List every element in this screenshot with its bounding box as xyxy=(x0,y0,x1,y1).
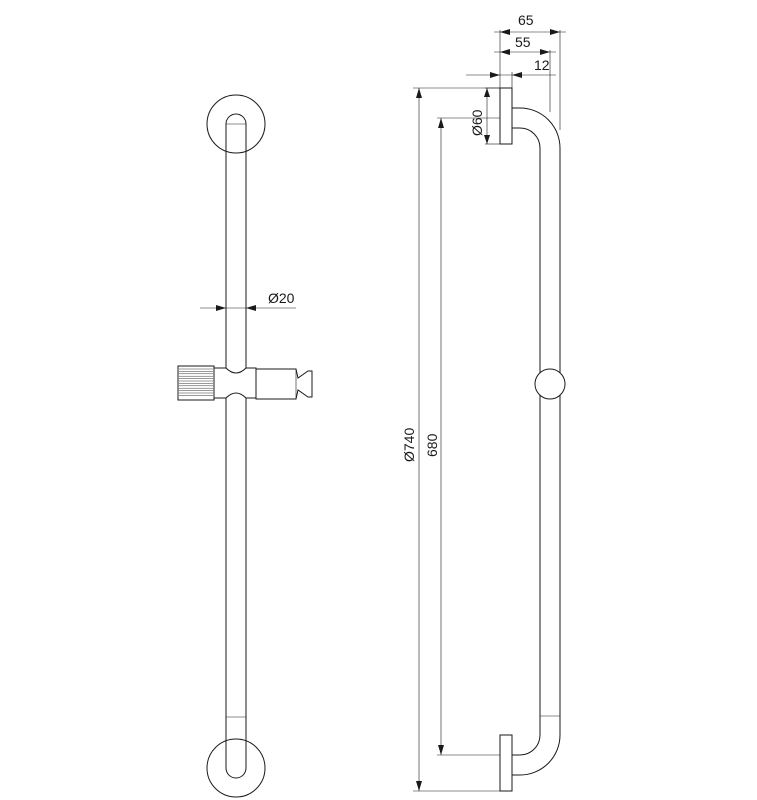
proj-rail-arrow-right xyxy=(540,49,550,55)
side-rail-outer xyxy=(512,107,561,776)
total-length-arrow-bottom xyxy=(416,781,422,791)
knurled-knob xyxy=(177,365,215,401)
side-slider xyxy=(534,368,566,400)
front-view: Ø20 xyxy=(177,94,313,798)
proj-total-label: 65 xyxy=(518,12,534,28)
proj-rail-arrow-left xyxy=(500,49,510,55)
side-view: Ø740 680 Ø60 65 55 12 xyxy=(401,12,566,792)
knob-knurling xyxy=(179,368,213,396)
proj-total-arrow-left xyxy=(500,29,510,35)
center-distance-arrow-top xyxy=(438,118,444,128)
side-bottom-flange xyxy=(499,734,513,792)
center-distance-label: 680 xyxy=(424,433,440,457)
proj-total-arrow-right xyxy=(550,29,560,35)
rail-tube xyxy=(225,113,247,779)
flange-arrow-bottom xyxy=(484,135,490,144)
handset-holder xyxy=(255,368,313,400)
flange-thick-arrow-right xyxy=(512,72,522,78)
total-length-arrow-top xyxy=(416,88,422,98)
total-length-label: Ø740 xyxy=(401,428,417,462)
bottom-flange xyxy=(206,738,266,798)
flange-arrow-top xyxy=(484,88,490,97)
side-rail-inner xyxy=(512,127,541,756)
slider-body xyxy=(213,367,257,399)
side-top-flange xyxy=(499,87,513,145)
rail-dim-arrow-right xyxy=(246,305,256,311)
top-flange xyxy=(206,94,266,154)
center-distance-arrow-bottom xyxy=(438,745,444,755)
rail-dim-arrow-left xyxy=(216,305,226,311)
proj-rail-label: 55 xyxy=(515,34,531,50)
rail-diameter-label: Ø20 xyxy=(268,290,295,306)
flange-thickness-label: 12 xyxy=(534,57,550,73)
flange-thick-arrow-left xyxy=(490,72,500,78)
flange-diameter-label: Ø60 xyxy=(469,109,485,136)
